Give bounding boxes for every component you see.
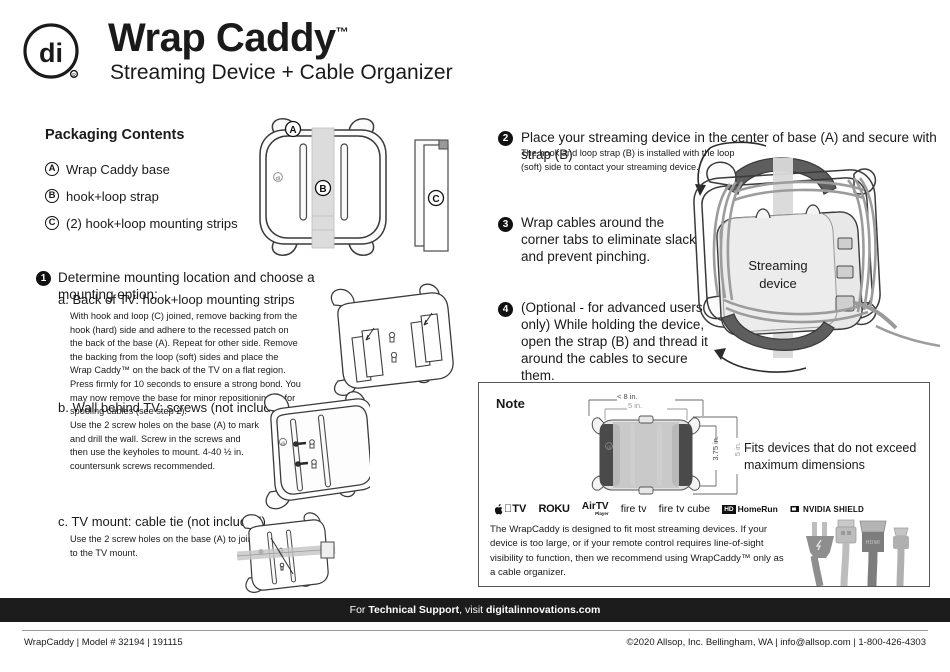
cable-connectors-illustration: HDMI: [800, 518, 920, 586]
product-overview-illustration: di A B C: [243, 112, 458, 267]
airtv-text: AirTV: [576, 500, 609, 512]
assembly-illustration: Streaming device: [648, 140, 943, 390]
svg-text:R: R: [72, 73, 76, 79]
step-1b-body: Use the 2 screw holes on the base (A) to…: [70, 420, 259, 471]
dim-width-inner: 5 in.: [628, 401, 643, 410]
page-subtitle: Streaming Device + Cable Organizer: [110, 61, 453, 84]
step-1c-body: Use the 2 screw holes on the base (A) to…: [70, 534, 253, 558]
fire-tv-cube-logo: fire tv cube: [655, 503, 710, 515]
svg-text:di: di: [276, 176, 281, 182]
tv-mount-illustration: [237, 512, 362, 600]
dim-width-outer: < 8 in.: [617, 392, 638, 401]
apple-tv-logo: TV: [494, 503, 526, 515]
step-2-badge: 2: [498, 131, 513, 146]
fits-line-1: Fits devices that do not exceed: [744, 441, 917, 455]
note-box: [478, 382, 930, 587]
support-text: For Technical Support, visit digitalinno…: [350, 604, 601, 616]
hd-homerun-logo: HD HomeRun: [722, 504, 778, 514]
packaging-contents-heading: Packaging Contents: [45, 127, 185, 143]
note-paragraph: The WrapCaddy is designed to fit most st…: [490, 524, 784, 579]
airtv-logo: AirTV Player: [576, 500, 609, 517]
callout-badge-a: A: [45, 162, 59, 176]
footer-copyright: ©2020 Allsop, Inc. Bellingham, WA | info…: [626, 637, 926, 648]
dim-height-inner: 3.75 in.: [711, 436, 720, 461]
step-1-badge: 1: [36, 271, 51, 286]
step-2-body: The hook and loop strap (B) is installed…: [521, 148, 735, 172]
footer-divider: [22, 630, 928, 631]
list-item-label: hook+loop strap: [66, 188, 159, 204]
list-item-label: Wrap Caddy base: [66, 161, 170, 177]
device-label-line1: Streaming: [748, 258, 807, 273]
step-1b-label: b. Wall behind TV: screws (not included): [58, 400, 290, 415]
nvidia-shield-logo: NVIDIA SHIELD: [790, 505, 864, 514]
step-4-title: (Optional - for advanced users only) Whi…: [521, 300, 708, 383]
callout-label-a: A: [289, 125, 296, 136]
callout-badge-c: C: [45, 216, 59, 230]
homerun-text: HomeRun: [736, 504, 778, 514]
svg-text:di: di: [281, 441, 285, 446]
step-4-badge: 4: [498, 302, 513, 317]
note-label: Note: [496, 396, 525, 411]
fire-tv-logo: fire tv: [616, 503, 647, 515]
page-title: Wrap Caddy™: [108, 16, 349, 60]
step-1a-label: a. Back of TV: hook+loop mounting strips: [58, 292, 295, 307]
list-item: C (2) hook+loop mounting strips: [45, 216, 238, 230]
compatible-brands-row: TV ROKU AirTV Player fire tv fire tv cu…: [494, 498, 864, 520]
step-3-badge: 3: [498, 217, 513, 232]
packaging-contents-list: A Wrap Caddy base B hook+loop strap C (2…: [45, 162, 238, 230]
fits-line-2: maximum dimensions: [744, 457, 865, 472]
step-2-title: Place your streaming device in the cente…: [521, 130, 937, 162]
footer-model-info: WrapCaddy | Model # 32194 | 191115: [24, 637, 183, 648]
device-label-line2: device: [759, 276, 797, 291]
di-logo: di R: [22, 22, 84, 84]
step-3-title: Wrap cables around the corner tabs to el…: [521, 215, 696, 264]
nvidia-shield-text: NVIDIA SHIELD: [802, 504, 864, 514]
dim-height-outer: 5 in.: [733, 442, 742, 457]
callout-label-c: C: [432, 194, 439, 205]
callout-label-b: B: [319, 184, 326, 195]
fits-devices-text: Fits devices that do not exceed maximum …: [744, 440, 916, 474]
svg-text:HDMI: HDMI: [866, 540, 880, 546]
support-prefix: For: [349, 604, 369, 616]
apple-tv-text: TV: [504, 503, 526, 515]
callout-badge-b: B: [45, 189, 59, 203]
wall-mount-illustration: di: [250, 390, 370, 515]
dimensions-diagram: di: [575, 390, 760, 505]
support-mid: , visit: [459, 604, 486, 616]
step-1-title: Determine mounting location and choose a…: [58, 270, 315, 302]
technical-support-bar: For Technical Support, visit digitalinno…: [0, 598, 950, 622]
step-1c-label: c. TV mount: cable tie (not included): [58, 514, 266, 529]
trademark-symbol: ™: [335, 24, 349, 40]
airtv-sub-text: Player: [589, 510, 609, 516]
list-item: A Wrap Caddy base: [45, 162, 238, 176]
list-item-label: (2) hook+loop mounting strips: [66, 215, 238, 231]
roku-logo: ROKU: [531, 503, 571, 515]
step-1a-body: With hook and loop (C) joined, remove ba…: [70, 311, 301, 417]
support-website[interactable]: digitalinnovations.com: [486, 604, 601, 616]
list-item: B hook+loop strap: [45, 189, 238, 203]
page-title-text: Wrap Caddy: [108, 16, 336, 60]
hd-badge: HD: [722, 504, 736, 514]
back-of-tv-illustration: [318, 283, 463, 398]
svg-text:di: di: [39, 38, 63, 68]
support-bold: Technical Support: [368, 604, 460, 616]
svg-text:di: di: [607, 445, 610, 450]
